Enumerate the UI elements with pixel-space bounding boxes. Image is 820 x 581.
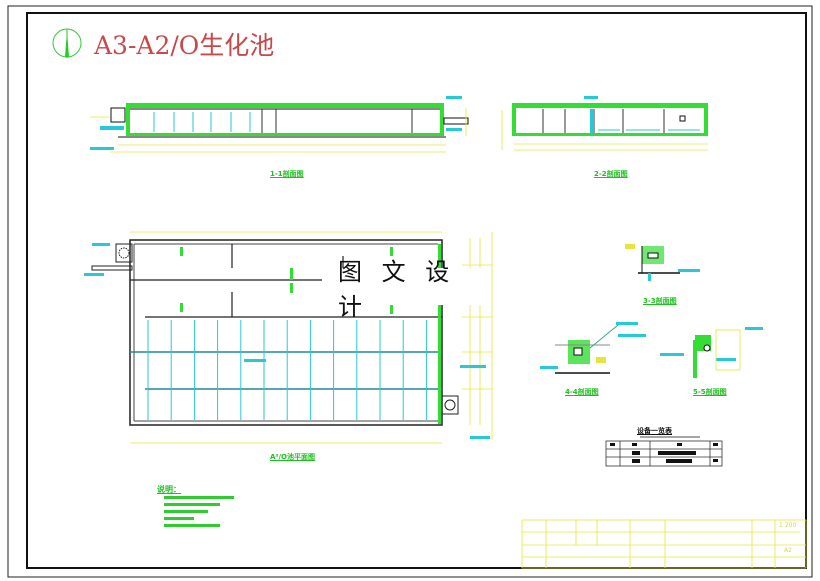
plan-view-label: A²/O池平面图 xyxy=(270,453,315,461)
scale-value: 1:200 xyxy=(779,522,797,529)
equipment-table-title: 设备一览表 xyxy=(637,427,672,435)
detail-5-5 xyxy=(660,327,763,378)
detail-4-label: 4-4剖面图 xyxy=(565,388,599,396)
drawing-title: A3-A2/O生化池 xyxy=(94,31,275,60)
section-2-2 xyxy=(501,96,708,151)
outer-frame xyxy=(7,5,813,578)
detail-3-3 xyxy=(625,244,700,281)
section-1-1 xyxy=(90,96,469,153)
section-2-2-label: 2-2剖面图 xyxy=(594,170,628,178)
section-1-1-label: 1-1剖面图 xyxy=(270,170,304,178)
notes-title: 说明： xyxy=(157,485,181,494)
notes-lines xyxy=(164,496,234,527)
title-block xyxy=(521,519,807,569)
detail-3-label: 3-3剖面图 xyxy=(643,297,677,305)
north-arrow-icon xyxy=(52,28,82,58)
detail-4-4 xyxy=(540,322,646,374)
detail-5-label: 5-5剖面图 xyxy=(693,388,727,396)
watermark: 图 文 设 计 xyxy=(338,258,488,321)
sheet-size: A2 xyxy=(784,547,792,554)
equipment-table xyxy=(605,436,723,467)
plan-view xyxy=(84,231,493,444)
inner-frame xyxy=(26,12,807,569)
